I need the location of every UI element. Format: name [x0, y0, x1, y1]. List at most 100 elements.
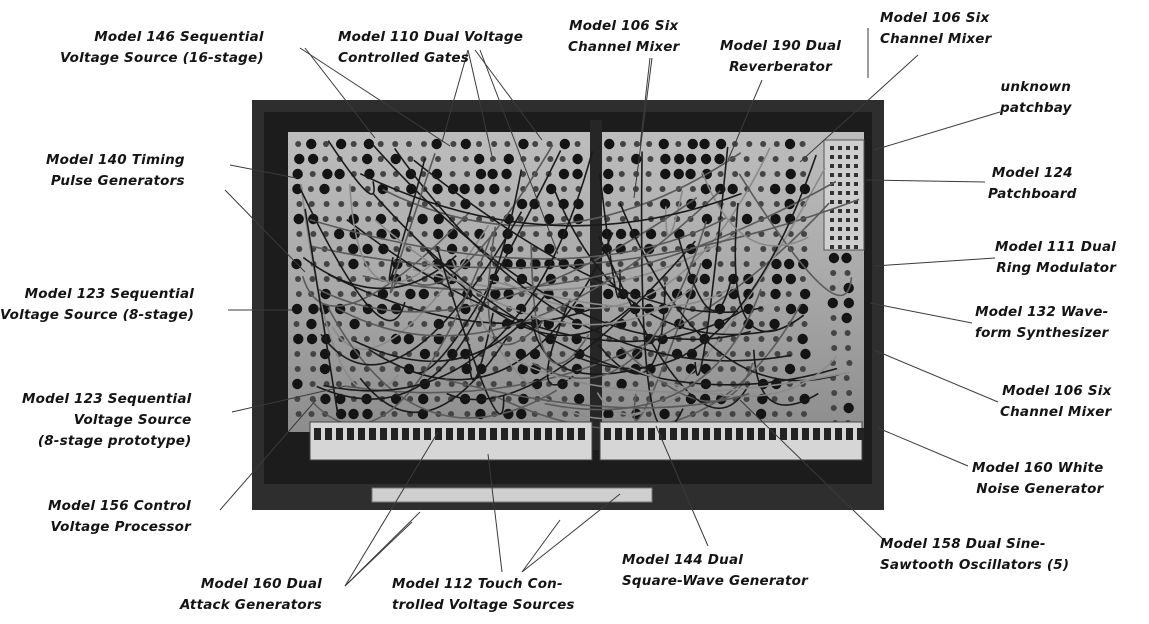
knob [405, 288, 416, 300]
jack [393, 201, 400, 207]
patch-cable [300, 183, 399, 393]
leader-line [873, 111, 1001, 151]
patch-cable [373, 193, 838, 386]
jack [786, 411, 793, 417]
knob [375, 213, 387, 225]
touch-key [424, 428, 431, 440]
knob [603, 288, 614, 300]
knob [841, 312, 852, 324]
jack [647, 156, 654, 162]
jack [517, 216, 524, 222]
patch-point [846, 200, 850, 204]
label-line: Model 146 Sequential [94, 29, 264, 45]
knob [785, 183, 796, 195]
label-line: Model 160 White [972, 460, 1104, 476]
jack [534, 156, 541, 162]
jack [758, 351, 765, 357]
label-model-144: Model 144 Dual Square-Wave Generator [622, 550, 808, 592]
jack [392, 141, 399, 147]
jack [421, 231, 428, 237]
knob [827, 297, 838, 309]
knob [573, 198, 584, 210]
knob [715, 138, 727, 150]
knob [474, 183, 485, 195]
knob [475, 168, 487, 180]
patch-cable [620, 346, 754, 403]
knob [771, 273, 783, 285]
jack [732, 171, 739, 177]
label-line: Model 123 Sequential [24, 286, 195, 302]
jack [295, 411, 302, 417]
jack [758, 156, 765, 162]
knob [687, 138, 698, 150]
jack [562, 291, 569, 297]
label-model-106-right: Model 106 Six Channel Mixer [1000, 381, 1112, 423]
touch-key [556, 428, 563, 440]
knob [474, 153, 485, 165]
leader-line [231, 385, 347, 413]
touch-key [802, 428, 809, 440]
jack [773, 141, 780, 147]
jack [448, 411, 455, 417]
knob [376, 228, 387, 240]
jack [830, 405, 837, 411]
patch-point [854, 200, 858, 204]
jack [743, 396, 750, 402]
jack [394, 366, 401, 372]
touch-key [369, 428, 376, 440]
label-line: Model 106 Six [880, 10, 990, 26]
jack [606, 156, 613, 162]
jack [771, 411, 778, 417]
jack [464, 411, 471, 417]
jack [729, 411, 736, 417]
knob [417, 213, 428, 225]
patch-cable [359, 337, 508, 414]
patch-point [846, 155, 850, 159]
knob [419, 348, 431, 360]
jack [293, 321, 300, 327]
touch-key [714, 428, 721, 440]
knob [431, 138, 442, 150]
jack [675, 366, 682, 372]
label-line: Patchboard [988, 186, 1077, 202]
jack [310, 351, 317, 357]
knob [474, 228, 485, 240]
jack [604, 381, 611, 387]
leader-line [655, 425, 709, 547]
touch-key [758, 428, 765, 440]
jack [462, 156, 469, 162]
jack [830, 330, 837, 336]
label-line: Model 144 Dual [622, 552, 744, 568]
jack [504, 201, 511, 207]
leader-line [224, 189, 306, 273]
patch-cable [599, 173, 621, 299]
jack [785, 291, 792, 297]
knob [433, 318, 445, 330]
jack [702, 321, 709, 327]
knob [784, 138, 796, 150]
knob [659, 408, 670, 420]
jack [717, 261, 724, 267]
patch-point [846, 164, 850, 168]
jack [618, 171, 625, 177]
knob [544, 243, 555, 255]
jack [295, 276, 302, 282]
jack [449, 201, 456, 207]
patch-cable [320, 211, 523, 366]
patch-point [846, 209, 850, 213]
patch-point [838, 209, 842, 213]
jack [350, 141, 357, 147]
label-model-132: Model 132 Wave- form Synthesizer [975, 302, 1108, 344]
knob [501, 168, 512, 180]
jack [351, 156, 358, 162]
jack [420, 141, 427, 147]
jack [489, 201, 496, 207]
label-line: Model 160 Dual [200, 576, 322, 592]
knob [515, 258, 527, 270]
knob [660, 168, 671, 180]
keyboard-keys [314, 428, 864, 440]
patch-point [846, 146, 850, 150]
knob [319, 183, 330, 195]
patch-cable [405, 144, 554, 286]
patch-cable [436, 246, 505, 415]
